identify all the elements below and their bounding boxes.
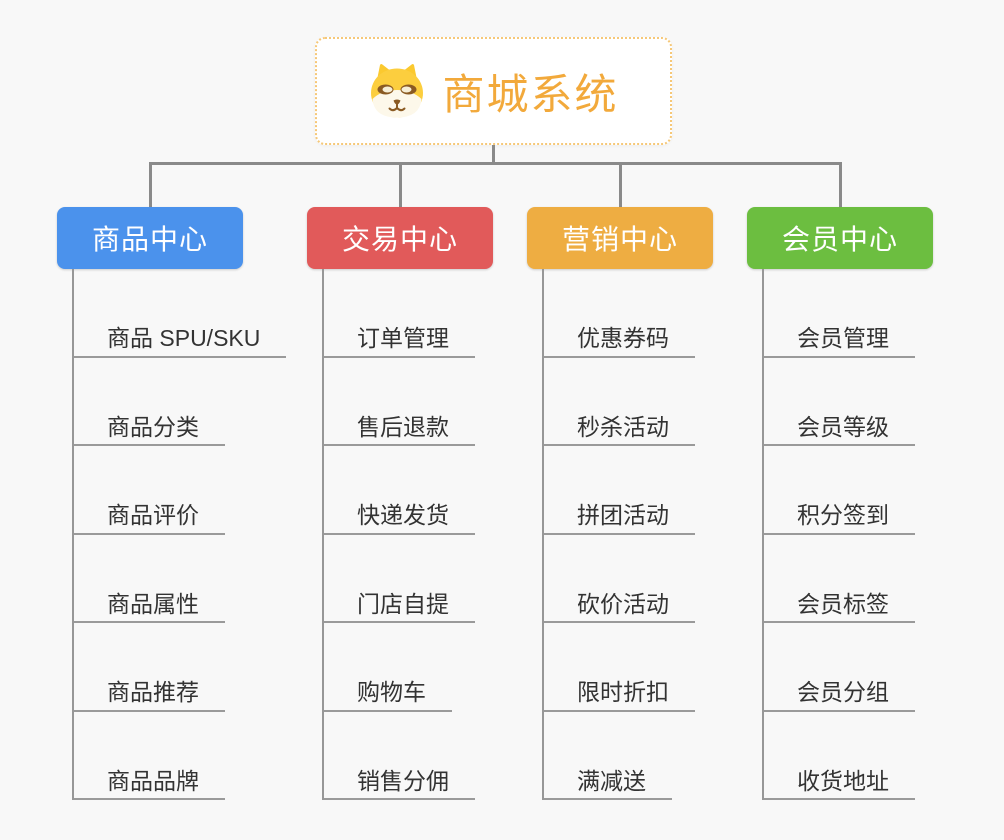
branch-item[interactable]: 购物车 [324, 623, 452, 712]
branch-item[interactable]: 会员等级 [764, 358, 915, 446]
branch-item[interactable]: 秒杀活动 [544, 358, 695, 446]
branch-item[interactable]: 商品 SPU/SKU [74, 269, 287, 358]
root-stem-connector [492, 145, 495, 163]
branch-item-label: 商品分类 [107, 413, 199, 440]
branch-item-label: 订单管理 [357, 325, 449, 352]
branch-item-label: 商品 SPU/SKU [107, 325, 261, 352]
branch-item[interactable]: 收货地址 [764, 712, 915, 800]
branch-header[interactable]: 商品中心 [57, 207, 243, 269]
branch-drop-connector [398, 162, 402, 208]
branch-item-label: 门店自提 [357, 590, 449, 617]
branch-item-label: 售后退款 [357, 413, 449, 440]
branch-label: 交易中心 [341, 224, 458, 255]
branch-item-list: 订单管理售后退款快递发货门店自提购物车销售分佣 [322, 269, 475, 800]
branch-item[interactable]: 会员标签 [764, 535, 915, 623]
branch-item-label: 会员等级 [797, 413, 889, 440]
root-title: 商城系统 [442, 70, 619, 118]
branch-label: 会员中心 [781, 224, 898, 255]
branch-item-label: 满减送 [577, 767, 646, 794]
branch-drop-connector [618, 162, 622, 208]
branch-item[interactable]: 商品品牌 [74, 712, 225, 800]
branch-item-label: 收货地址 [797, 767, 889, 794]
branch-item[interactable]: 商品推荐 [74, 623, 225, 712]
branch-label: 营销中心 [561, 224, 678, 255]
branch-item-label: 砍价活动 [577, 590, 669, 617]
branch-label: 商品中心 [91, 224, 208, 255]
branch-item-label: 商品品牌 [107, 767, 199, 794]
root-node[interactable]: 商城系统 [315, 37, 672, 145]
branch-item[interactable]: 优惠券码 [544, 269, 695, 358]
branch-item[interactable]: 拼团活动 [544, 446, 695, 535]
branch-item[interactable]: 积分签到 [764, 446, 915, 535]
branch-item[interactable]: 会员管理 [764, 269, 915, 358]
branch-item-label: 积分签到 [797, 502, 889, 529]
branch-item[interactable]: 销售分佣 [324, 712, 475, 800]
branch-item-list: 会员管理会员等级积分签到会员标签会员分组收货地址 [762, 269, 915, 800]
branch-item[interactable]: 会员分组 [764, 623, 915, 712]
branch-item[interactable]: 商品分类 [74, 358, 225, 446]
dog-face-icon [368, 64, 426, 118]
branch-bus-connector [149, 162, 840, 165]
branch-item-label: 商品评价 [107, 502, 199, 529]
branch-header[interactable]: 交易中心 [307, 207, 493, 269]
branch-item-label: 购物车 [357, 679, 426, 706]
branch-item-label: 限时折扣 [577, 679, 669, 706]
branch-item-label: 销售分佣 [357, 767, 449, 794]
branch-item-label: 秒杀活动 [577, 413, 669, 440]
branch-drop-connector [148, 162, 152, 208]
branch-header[interactable]: 营销中心 [527, 207, 713, 269]
branch-item-list: 商品 SPU/SKU 商品分类商品评价商品属性商品推荐商品品牌 [72, 269, 287, 800]
branch-item[interactable]: 订单管理 [324, 269, 475, 358]
branch-item[interactable]: 商品属性 [74, 535, 225, 623]
branch-drop-connector [838, 162, 842, 208]
branch-item-list: 优惠券码秒杀活动拼团活动砍价活动限时折扣满减送 [542, 269, 695, 800]
branch-item-label: 快递发货 [357, 502, 449, 529]
branch-item[interactable]: 满减送 [544, 712, 672, 800]
branch-item[interactable]: 商品评价 [74, 446, 225, 535]
branch-item[interactable]: 砍价活动 [544, 535, 695, 623]
branch-item-label: 商品推荐 [107, 679, 199, 706]
branch-item-label: 拼团活动 [577, 502, 669, 529]
branch-item[interactable]: 快递发货 [324, 446, 475, 535]
branch-item-label: 会员管理 [797, 325, 889, 352]
branch-item-label: 商品属性 [107, 590, 199, 617]
branch-item[interactable]: 门店自提 [324, 535, 475, 623]
branch-item-label: 会员分组 [797, 679, 889, 706]
branch-item-label: 优惠券码 [577, 325, 669, 352]
branch-item-label: 会员标签 [797, 590, 889, 617]
branch-item[interactable]: 售后退款 [324, 358, 475, 446]
branch-item[interactable]: 限时折扣 [544, 623, 695, 712]
branch-header[interactable]: 会员中心 [747, 207, 933, 269]
